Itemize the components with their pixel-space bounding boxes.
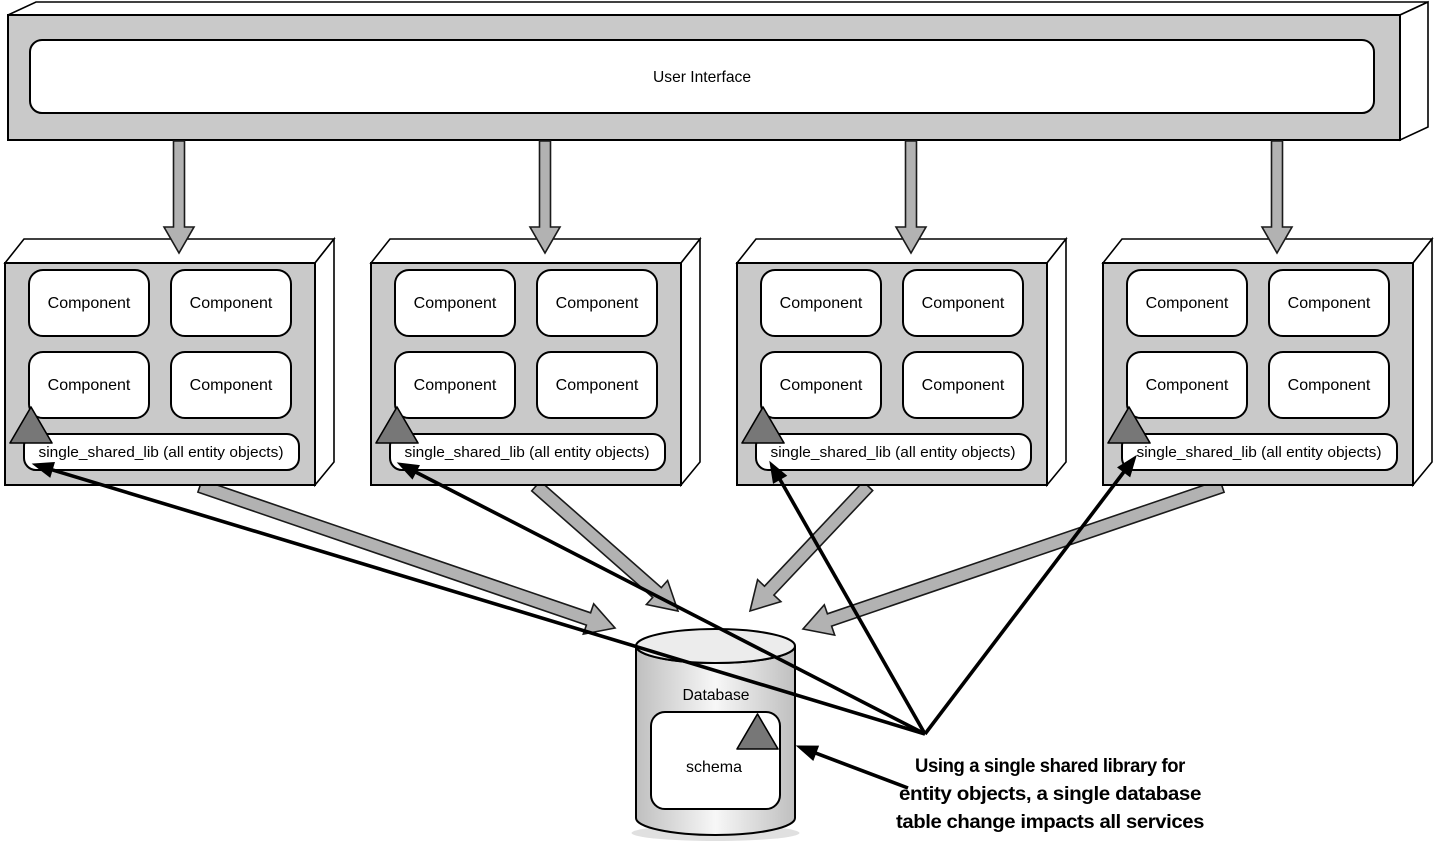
component-label: Component bbox=[780, 377, 863, 394]
arrow-ui-to-service-4 bbox=[1260, 140, 1294, 255]
arrow-service-4-to-db bbox=[801, 478, 1226, 637]
impact-arrow-to-service-4-lib bbox=[923, 454, 1137, 736]
component-box bbox=[902, 269, 1024, 337]
arrow-head bbox=[396, 462, 420, 480]
component-label: Component bbox=[414, 295, 497, 312]
ui-label: User Interface bbox=[653, 69, 751, 86]
impact-arrow-to-service-1-lib bbox=[31, 462, 926, 736]
component-box bbox=[28, 269, 150, 337]
component-box bbox=[902, 351, 1024, 419]
arrow-ui-to-service-3 bbox=[894, 140, 928, 255]
component-box bbox=[1268, 351, 1390, 419]
component-label: Component bbox=[48, 295, 131, 312]
annotation-line-2: entity objects, a single database bbox=[899, 783, 1202, 805]
service-1-top-face bbox=[3, 238, 336, 264]
component-box bbox=[1126, 351, 1248, 419]
component-box bbox=[28, 351, 150, 419]
service-box-1: Component Component Component Component … bbox=[3, 236, 336, 488]
annotation-line-3: table change impacts all services bbox=[896, 811, 1205, 833]
service-2-right-face bbox=[680, 236, 701, 488]
arrow-shaft bbox=[815, 751, 909, 790]
arrow-shaft bbox=[923, 470, 1126, 736]
schema-label: schema bbox=[686, 759, 742, 776]
component-box bbox=[760, 351, 882, 419]
shared-lib-label: single_shared_lib (all entity objects) bbox=[771, 444, 1016, 461]
service-1-right-face bbox=[314, 236, 335, 488]
component-label: Component bbox=[922, 295, 1005, 312]
cylinder-top bbox=[635, 628, 796, 664]
arrow-service-1-to-db bbox=[196, 478, 617, 636]
database-cylinder-icon: Database schema bbox=[631, 628, 800, 841]
shared-lib-label: single_shared_lib (all entity objects) bbox=[405, 444, 650, 461]
component-label: Component bbox=[48, 377, 131, 394]
component-label: Component bbox=[1146, 377, 1229, 394]
component-box bbox=[1268, 269, 1390, 337]
user-interface-box: User Interface bbox=[7, 0, 1429, 142]
arrow-head bbox=[31, 462, 55, 478]
schema-entity-triangle-icon bbox=[736, 713, 779, 750]
service-box-3: Component Component Component Component … bbox=[735, 236, 1068, 488]
entity-objects-triangle-icon bbox=[741, 406, 785, 444]
arrow-shaft bbox=[414, 470, 926, 736]
shared-lib-bar bbox=[1121, 433, 1398, 471]
shared-lib-bar bbox=[23, 433, 300, 471]
arrow-head bbox=[795, 745, 820, 761]
service-2-top-face bbox=[369, 238, 702, 264]
service-3-right-face bbox=[1046, 236, 1067, 488]
component-label: Component bbox=[190, 377, 273, 394]
entity-objects-triangle-icon bbox=[1107, 406, 1151, 444]
annotation-arrow-to-database bbox=[795, 745, 909, 790]
service-4-right-face bbox=[1412, 236, 1433, 488]
component-box bbox=[760, 269, 882, 337]
component-label: Component bbox=[780, 295, 863, 312]
component-box bbox=[394, 351, 516, 419]
arrow-service-3-to-db bbox=[748, 480, 874, 613]
shared-lib-bar bbox=[755, 433, 1032, 471]
arrow-head bbox=[1117, 454, 1137, 478]
component-box bbox=[170, 351, 292, 419]
component-label: Component bbox=[1288, 295, 1371, 312]
arrow-service-2-to-db bbox=[530, 479, 680, 613]
component-label: Component bbox=[556, 377, 639, 394]
service-box-4: Component Component Component Component … bbox=[1101, 236, 1434, 488]
component-label: Component bbox=[556, 295, 639, 312]
arrow-ui-to-service-2 bbox=[528, 140, 562, 255]
ui-inner-panel bbox=[29, 39, 1375, 114]
component-box bbox=[536, 269, 658, 337]
service-4-top-face bbox=[1101, 238, 1434, 264]
component-label: Component bbox=[1146, 295, 1229, 312]
ui-right-face bbox=[1399, 0, 1429, 142]
arrow-head bbox=[769, 460, 788, 484]
ui-top-face bbox=[7, 1, 1429, 16]
component-box bbox=[394, 269, 516, 337]
service-box-2: Component Component Component Component … bbox=[369, 236, 702, 488]
component-label: Component bbox=[1288, 377, 1371, 394]
annotation-text: Using a single shared library for entity… bbox=[896, 755, 1205, 833]
shared-lib-bar bbox=[389, 433, 666, 471]
component-label: Component bbox=[922, 377, 1005, 394]
impact-arrow-to-service-3-lib bbox=[769, 460, 927, 735]
entity-objects-triangle-icon bbox=[375, 406, 419, 444]
service-3-top-face bbox=[735, 238, 1068, 264]
component-box bbox=[536, 351, 658, 419]
component-box bbox=[170, 269, 292, 337]
shared-lib-label: single_shared_lib (all entity objects) bbox=[39, 444, 284, 461]
arrow-shaft bbox=[51, 468, 926, 736]
entity-objects-triangle-icon bbox=[9, 406, 53, 444]
arrow-shaft bbox=[778, 478, 927, 735]
component-label: Component bbox=[190, 295, 273, 312]
shared-lib-label: single_shared_lib (all entity objects) bbox=[1137, 444, 1382, 461]
impact-arrow-to-service-2-lib bbox=[396, 462, 926, 736]
component-box bbox=[1126, 269, 1248, 337]
component-label: Component bbox=[414, 377, 497, 394]
database-label: Database bbox=[683, 687, 750, 704]
annotation-line-1: Using a single shared library for bbox=[915, 755, 1186, 777]
arrow-ui-to-service-1 bbox=[162, 140, 196, 255]
